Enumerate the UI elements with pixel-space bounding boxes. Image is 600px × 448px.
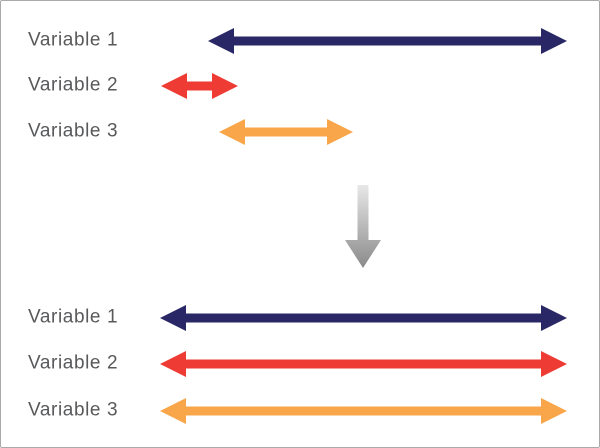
top-variable-2-label: Variable 2 (28, 74, 119, 96)
top-variable-2-arrow (161, 73, 238, 99)
bottom-variable-1-label: Variable 1 (28, 306, 119, 328)
top-variable-3-label: Variable 3 (28, 120, 119, 142)
bottom-variable-2-label: Variable 2 (28, 352, 119, 374)
bottom-variable-3-arrow (160, 398, 567, 424)
bottom-variable-1-arrow (160, 305, 567, 331)
bottom-variable-3-label: Variable 3 (28, 399, 119, 421)
top-variable-1-label: Variable 1 (28, 29, 119, 51)
top-variable-1-arrow (208, 28, 567, 54)
top-variable-3-arrow (219, 119, 353, 145)
bottom-variable-2-arrow (160, 351, 567, 377)
transform-down-arrow (345, 185, 381, 268)
